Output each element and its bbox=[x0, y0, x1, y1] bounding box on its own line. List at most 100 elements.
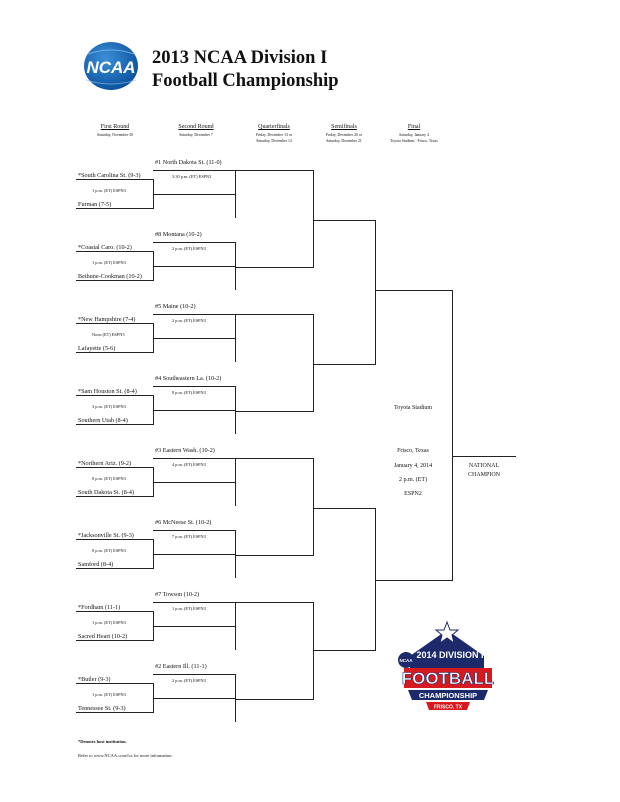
first-round-winner-line bbox=[153, 338, 235, 339]
seed-team: #4 Southeastern La. (10-2) bbox=[155, 375, 222, 382]
footer-note: *Denotes host institution. bbox=[78, 739, 127, 744]
round-date-second: Saturday, December 7 bbox=[179, 133, 213, 137]
sf-line-1 bbox=[313, 220, 375, 221]
qf-vert-1 bbox=[313, 170, 314, 268]
first-round-home-team: *Fordham (11-1) bbox=[78, 604, 121, 611]
away-line bbox=[76, 568, 154, 569]
first-round-home-team: *New Hampshire (7-4) bbox=[78, 316, 136, 323]
sf-line-3 bbox=[313, 508, 375, 509]
first-round-home-team: *Coastal Caro. (10-2) bbox=[78, 244, 132, 251]
away-line bbox=[76, 712, 154, 713]
first-round-game-info: Noon (ET) ESPN3 bbox=[92, 332, 125, 337]
qf-line-3b bbox=[235, 555, 313, 556]
second-round-vert bbox=[235, 242, 236, 290]
seed-line bbox=[153, 386, 235, 387]
first-round-away-team: South Dakota St. (8-4) bbox=[78, 489, 135, 496]
round-date-first: Saturday, November 30 bbox=[97, 133, 133, 137]
first-round-winner-line bbox=[153, 626, 235, 627]
seed-team: #6 McNeese St. (10-2) bbox=[155, 519, 212, 526]
round-header-final: Final bbox=[407, 124, 421, 130]
round-header-second: Second Round bbox=[178, 124, 214, 130]
second-round-game-info: 8 p.m. (ET) ESPN3 bbox=[172, 390, 206, 395]
first-round-away-team: Lafayette (5-6) bbox=[78, 345, 116, 352]
second-round-vert bbox=[235, 314, 236, 362]
round-date2-final: Toyota Stadium · Frisco, Texas bbox=[390, 139, 438, 143]
sf-vert-2 bbox=[375, 508, 376, 651]
round-date2-quarterfinals: Saturday, December 14 bbox=[256, 139, 292, 143]
final-stadium: Toyota Stadium bbox=[393, 405, 433, 411]
final-city: Frisco, Texas bbox=[397, 448, 429, 454]
round-header-semifinals: Semifinals bbox=[331, 124, 357, 130]
second-round-vert bbox=[235, 458, 236, 506]
home-line bbox=[76, 683, 154, 684]
first-round-away-team: Samford (8-4) bbox=[78, 561, 114, 568]
champ-logo-ncaa: NCAA bbox=[400, 658, 414, 663]
away-line bbox=[76, 208, 154, 209]
ncaa-logo-text: NCAA bbox=[86, 58, 135, 77]
seed-line bbox=[153, 530, 235, 531]
first-round-winner-line bbox=[153, 410, 235, 411]
away-line bbox=[76, 352, 154, 353]
champ-logo-city: FRISCO, TX bbox=[434, 705, 463, 711]
first-round-winner-line bbox=[153, 698, 235, 699]
title-line-2: Football Championship bbox=[152, 71, 339, 91]
first-round-away-team: Tennessee St. (9-3) bbox=[78, 705, 126, 712]
home-line bbox=[76, 323, 154, 324]
first-round-home-team: *Northern Ariz. (9-2) bbox=[78, 460, 132, 467]
first-round-away-team: Southern Utah (8-4) bbox=[78, 417, 128, 424]
round-date-quarterfinals: Friday, December 13 or bbox=[255, 133, 293, 137]
seed-team: #7 Towson (10-2) bbox=[155, 591, 200, 598]
seed-line bbox=[153, 314, 235, 315]
second-round-game-info: 4 p.m. (ET) ESPN3 bbox=[172, 462, 206, 467]
seed-line bbox=[153, 674, 235, 675]
first-round-game-info: 1 p.m. (ET) ESPN3 bbox=[92, 260, 126, 265]
home-line bbox=[76, 611, 154, 612]
first-round-game-info: 1 p.m. (ET) ESPN3 bbox=[92, 188, 126, 193]
seed-line bbox=[153, 602, 235, 603]
final-network: ESPN2 bbox=[404, 491, 422, 497]
first-round-home-team: *Butler (9-3) bbox=[78, 676, 111, 683]
second-round-game-info: 7 p.m. (ET) ESPN3 bbox=[172, 534, 206, 539]
qf-line-2a bbox=[235, 314, 313, 315]
qf-line-3a bbox=[235, 458, 313, 459]
home-line bbox=[76, 539, 154, 540]
away-line bbox=[76, 280, 154, 281]
final-vert bbox=[452, 290, 453, 581]
national-champion-line1: NATIONAL bbox=[468, 463, 500, 469]
home-line bbox=[76, 467, 154, 468]
second-round-game-info: 2 p.m. (ET) ESPN3 bbox=[172, 678, 206, 683]
round-date2-semifinals: Saturday, December 21 bbox=[326, 139, 362, 143]
second-round-vert bbox=[235, 674, 236, 722]
champion-line bbox=[452, 456, 516, 457]
champ-logo-football: FOOTBALL bbox=[402, 669, 495, 688]
first-round-game-info: 3 p.m. (ET) ESPN3 bbox=[92, 404, 126, 409]
seed-team: #5 Maine (10-2) bbox=[155, 303, 196, 310]
seed-team: #2 Eastern Ill. (11-1) bbox=[155, 663, 207, 670]
round-date-final: Saturday, January 4 bbox=[399, 133, 429, 137]
first-round-home-team: *Sam Houston St. (8-4) bbox=[78, 388, 137, 395]
sf-line-4 bbox=[313, 650, 375, 651]
seed-line bbox=[153, 170, 235, 171]
second-round-game-info: 1 p.m. (ET) ESPN3 bbox=[172, 606, 206, 611]
second-round-game-info: 3:30 p.m. (ET) ESPN3 bbox=[172, 174, 212, 179]
second-round-game-info: 2 p.m. (ET) ESPN3 bbox=[172, 246, 206, 251]
first-round-game-info: 1 p.m. (ET) ESPN3 bbox=[92, 620, 126, 625]
qf-vert-2 bbox=[313, 314, 314, 412]
seed-team: #8 Montana (10-2) bbox=[155, 231, 202, 238]
first-round-winner-line bbox=[153, 554, 235, 555]
champ-logo-year: 2014 DIVISION I bbox=[416, 650, 483, 660]
seed-team: #1 North Dakota St. (11-0) bbox=[155, 159, 222, 166]
qf-line-4a bbox=[235, 602, 313, 603]
second-round-vert bbox=[235, 602, 236, 650]
second-round-vert bbox=[235, 530, 236, 578]
away-line bbox=[76, 640, 154, 641]
seed-line bbox=[153, 458, 235, 459]
first-round-game-info: 1 p.m. (ET) ESPN3 bbox=[92, 692, 126, 697]
home-line bbox=[76, 251, 154, 252]
away-line bbox=[76, 496, 154, 497]
final-line-1 bbox=[375, 290, 452, 291]
home-line bbox=[76, 395, 154, 396]
final-time: 2 p.m. (ET) bbox=[399, 477, 427, 483]
sf-line-2 bbox=[313, 364, 375, 365]
round-header-quarterfinals: Quarterfinals bbox=[258, 124, 290, 130]
